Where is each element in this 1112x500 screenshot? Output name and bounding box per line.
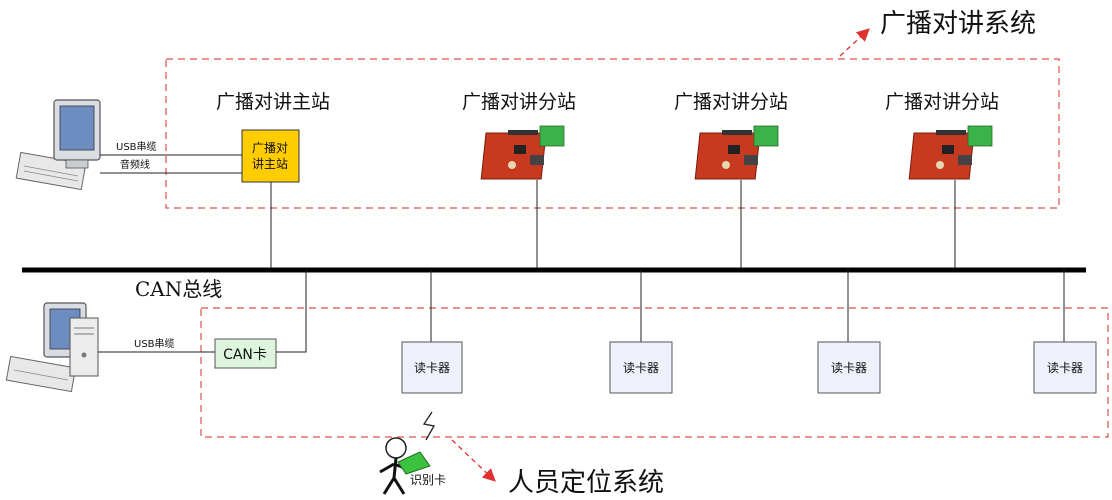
card-reader-2-label: 读卡器 (623, 361, 659, 375)
usb-cable-label-bottom: USB串缆 (134, 337, 175, 350)
positioning-system-boundary (200, 307, 1109, 438)
positioning-system-arrow (451, 439, 496, 482)
master-station-title: 广播对讲主站 (216, 91, 330, 113)
can-bus-label: CAN总线 (135, 277, 222, 301)
audio-cable-label-top: 音频线 (120, 158, 150, 171)
broadcast-system-label: 广播对讲系统 (880, 9, 1036, 39)
pc-bottom (5, 302, 99, 393)
master-station-box-line1: 广播对 (252, 141, 288, 155)
card-reader-4-box[interactable] (1033, 341, 1097, 394)
card-reader-1-label: 读卡器 (414, 361, 450, 375)
master-station-box[interactable] (241, 129, 300, 183)
sub-station-2-title: 广播对讲分站 (674, 91, 788, 113)
pc-top (15, 99, 101, 191)
sub-station-1-title: 广播对讲分站 (462, 91, 576, 113)
can-card-bus-link (276, 270, 307, 353)
wireless-signal-icon (422, 411, 436, 441)
card-reader-4-label: 读卡器 (1047, 361, 1083, 375)
sub-station-1-board[interactable] (480, 125, 565, 180)
sub-station-2-board[interactable] (694, 125, 779, 180)
card-reader-3-label: 读卡器 (831, 361, 867, 375)
broadcast-system-arrow (839, 28, 870, 57)
usb-cable-label-top: USB串缆 (116, 140, 157, 153)
id-card-icon (397, 451, 431, 475)
positioning-system-label: 人员定位系统 (508, 468, 664, 498)
card-reader-1-box[interactable] (401, 341, 463, 394)
sub-station-3-title: 广播对讲分站 (885, 91, 999, 113)
broadcast-system-boundary (165, 58, 1060, 209)
card-reader-3-box[interactable] (817, 341, 881, 394)
can-card-label: CAN卡 (223, 347, 267, 363)
sub-station-3-board[interactable] (908, 125, 993, 180)
can-card-box[interactable] (214, 338, 277, 369)
id-card-label: 识别卡 (410, 473, 446, 487)
person-icon (379, 437, 411, 495)
master-station-box-line2: 讲主站 (252, 156, 288, 171)
card-reader-2-box[interactable] (609, 341, 673, 394)
